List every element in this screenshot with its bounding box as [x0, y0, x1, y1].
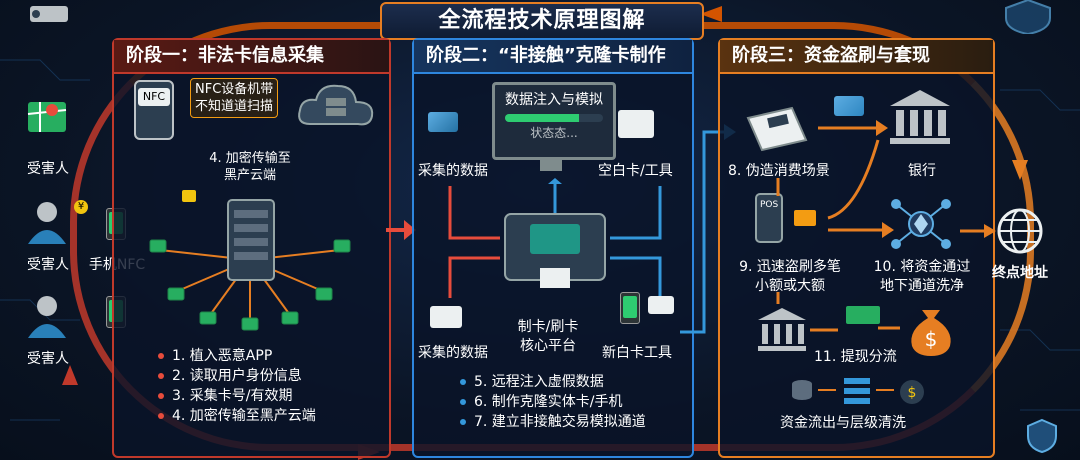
injection-progress-bar [505, 114, 603, 122]
cloud-transfer-line1: 4. 加密传输至 [209, 151, 291, 166]
core-platform-label: 制卡/刷卡 核心平台 [518, 318, 579, 356]
collected-data-top-label: 采集的数据 [418, 163, 488, 179]
stage1-step-3: 3. 采集卡号/有效期 [158, 386, 316, 406]
rapid-swipe-line1: 9. 迅速盗刷多笔 [739, 259, 841, 275]
stage3-flow-arrows [776, 120, 900, 332]
page-title: 全流程技术原理图解 [380, 2, 704, 40]
stage3-title: 阶段三：资金盗刷与套现 [720, 40, 993, 74]
victim-avatar-icon [28, 296, 66, 338]
fake-scene-label: 8. 伪造消费场景 [728, 163, 830, 179]
card-making-flow [448, 178, 662, 298]
nfc-note-line2: 不知道道扫描 [195, 99, 274, 114]
cash-flow-icons: $ [792, 378, 924, 404]
stage2-step-5: 5. 远程注入虚假数据 [460, 372, 646, 392]
stage2-step-6: 6. 制作克隆实体卡/手机 [460, 392, 646, 412]
crypto-network-icon [891, 199, 951, 249]
victim-label-1: 受害人 [27, 161, 69, 177]
nfc-note-line1: NFC设备机带 [195, 82, 274, 97]
stage1-step-1: 1. 植入恶意APP [158, 346, 316, 366]
core-platform-line2: 核心平台 [520, 338, 576, 354]
blank-card-label: 空白卡/工具 [598, 163, 673, 179]
collected-data-bottom-label: 采集的数据 [418, 345, 488, 361]
stage2-title: 阶段二：“非接触”克隆卡制作 [414, 40, 692, 74]
svg-text:$: $ [908, 385, 917, 401]
cash-icon [846, 306, 880, 324]
stage2-step-7: 7. 建立非接触交易模拟通道 [460, 412, 646, 432]
rapid-swipe-label: 9. 迅速盗刷多笔 小额或大额 [739, 258, 841, 296]
money-bag-icon: $ [911, 310, 951, 356]
pos-terminal-icon [746, 106, 808, 152]
shield-icon [1027, 418, 1057, 454]
nfc-phone-icon: NFC [134, 80, 174, 140]
to-endpoint-arrow-icon [960, 224, 996, 238]
nfc-badge: NFC [138, 88, 170, 106]
cashout-label: 11. 提现分流 [814, 349, 897, 365]
collection-hub [149, 190, 351, 331]
new-card-phone-icon [620, 292, 640, 324]
injection-progress-fill [505, 114, 579, 122]
stage1-steps: 1. 植入恶意APP 2. 读取用户身份信息 3. 采集卡号/有效期 4. 加密… [158, 346, 316, 426]
victim-label-2: 受害人 [27, 257, 69, 273]
injection-monitor: 数据注入与模拟 状态态... [492, 82, 616, 160]
cloud-transfer-label: 4. 加密传输至 黑产云端 [209, 150, 291, 184]
cloud-server-icon [298, 84, 374, 126]
pos-badge: POS [760, 200, 779, 210]
monitor-stand [540, 157, 562, 171]
new-card-icon [648, 296, 674, 314]
monitor-status: 状态态... [530, 126, 578, 140]
monitor-title: 数据注入与模拟 [505, 92, 603, 108]
small-bank-icon [758, 308, 806, 351]
stage1-step-4: 4. 加密传输至黑产云端 [158, 406, 316, 426]
core-platform-line1: 制卡/刷卡 [517, 319, 579, 335]
flow-out-label: 资金流出与层级清洗 [780, 415, 906, 431]
stage1-to-stage2-arrow-icon [386, 220, 416, 240]
bank-card-icon [834, 96, 864, 116]
rapid-swipe-line2: 小额或大额 [755, 278, 825, 294]
svg-text:$: $ [925, 327, 938, 351]
pos-machine-icon [755, 193, 816, 243]
collected-card-icon [428, 112, 458, 132]
collected-card-bottom-icon [430, 306, 462, 328]
endpoint-label: 终点地址 [992, 265, 1048, 281]
stage2-steps: 5. 远程注入虚假数据 6. 制作克隆实体卡/手机 7. 建立非接触交易模拟通道 [460, 372, 646, 432]
lock-icon [182, 190, 196, 202]
camera-icon [30, 6, 68, 22]
globe-icon [997, 208, 1043, 254]
cloud-transfer-line2: 黑产云端 [223, 168, 277, 183]
blank-card-icon [618, 110, 654, 138]
launder-label: 10. 将资金通过 地下通道洗净 [874, 258, 971, 296]
nfc-note: NFC设备机带 不知道道扫描 [190, 78, 279, 118]
left-arrowhead-icon [62, 365, 78, 385]
stage1-title: 阶段一：非法卡信息采集 [114, 40, 389, 74]
right-arrowhead-icon [1012, 160, 1028, 180]
bank-label: 银行 [908, 163, 936, 179]
bank-building-icon [890, 90, 950, 144]
stage1-step-2: 2. 读取用户身份信息 [158, 366, 316, 386]
top-arrowhead-icon [700, 6, 722, 22]
coin-icon: ¥ [74, 200, 88, 214]
new-card-label: 新白卡工具 [602, 345, 672, 361]
launder-line2: 地下通道洗净 [880, 278, 964, 294]
launder-line1: 10. 将资金通过 [873, 259, 971, 275]
victim-avatar-icon [28, 202, 66, 244]
shield-top-icon [1005, 0, 1051, 34]
victim-label-3: 受害人 [27, 351, 69, 367]
map-icon [27, 102, 67, 132]
